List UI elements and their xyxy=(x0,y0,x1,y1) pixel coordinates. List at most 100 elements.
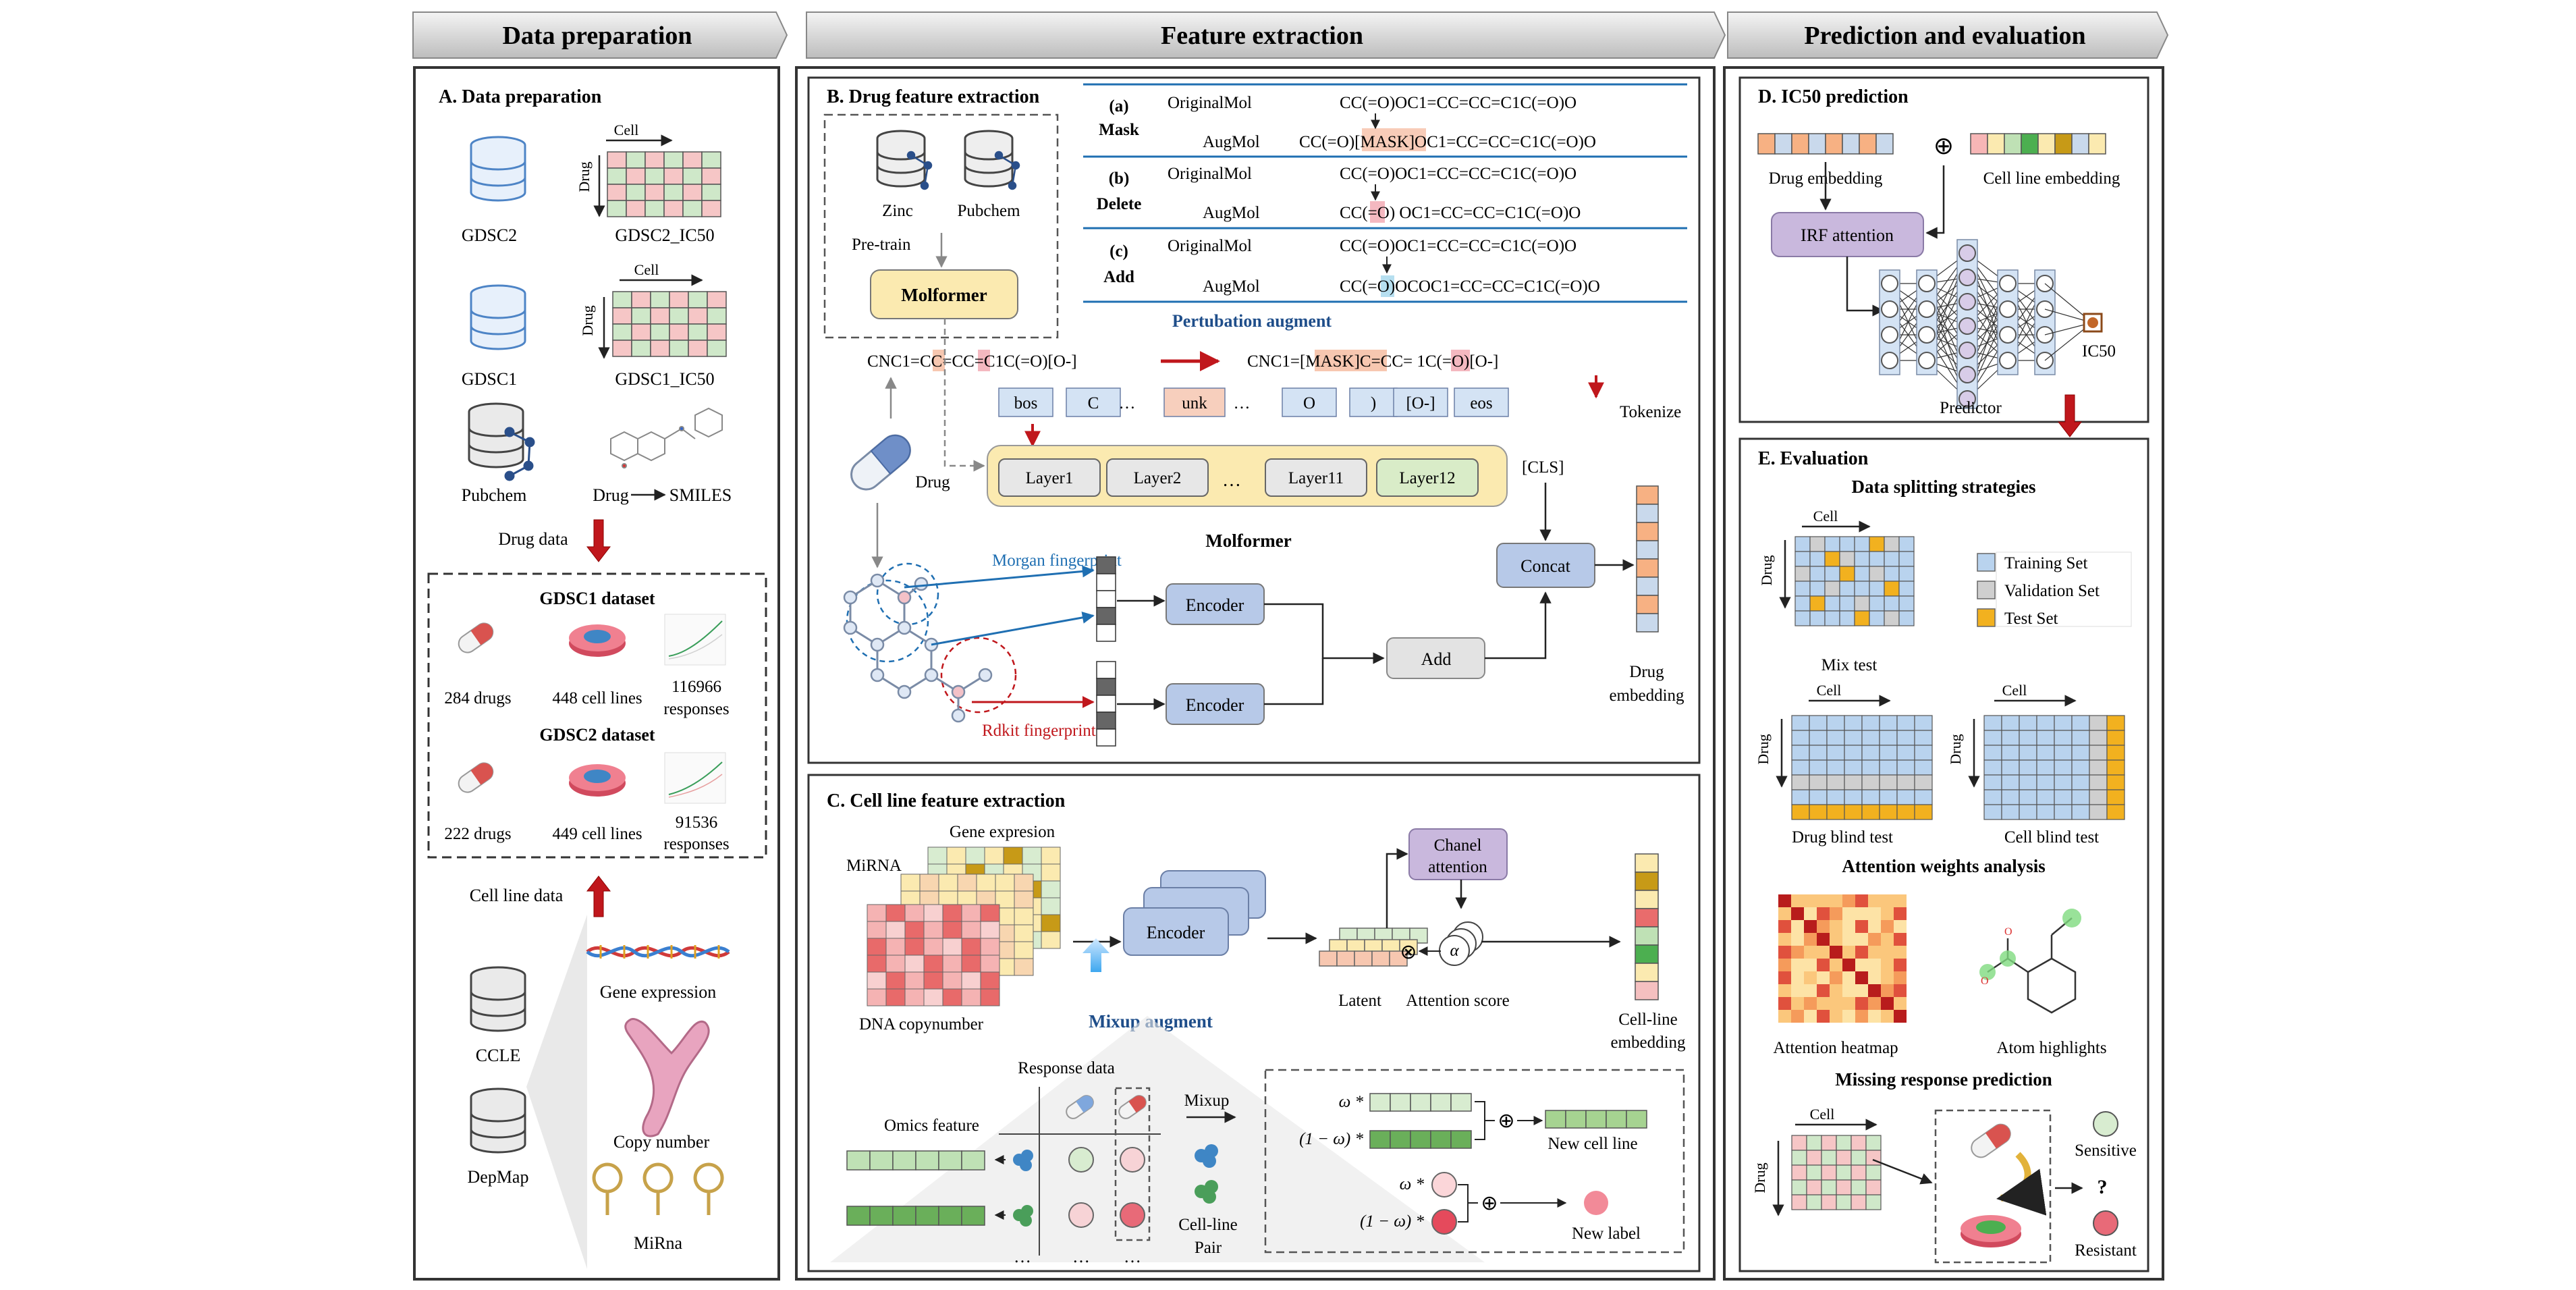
cell-line-embedding-vector xyxy=(1635,853,1659,1000)
vector-cell xyxy=(961,1150,985,1171)
split-cell xyxy=(1914,730,1933,746)
heatmap-cell xyxy=(1894,984,1907,997)
cell-line-embedding-label-1: Cell-line xyxy=(1618,1011,1677,1029)
split-cell xyxy=(2071,789,2090,805)
split-cell xyxy=(2054,804,2073,820)
vector-cell xyxy=(1859,133,1877,155)
vector-cell xyxy=(1390,1093,1411,1112)
heatmap-cell xyxy=(1804,907,1817,920)
omics-feature-row xyxy=(846,1150,985,1171)
heatmap-cell xyxy=(1881,1010,1894,1023)
heatmap-cell xyxy=(1894,933,1907,946)
heatmap-cell xyxy=(1791,959,1804,971)
split-cell xyxy=(2089,759,2108,776)
heatmap-cell xyxy=(1894,1010,1907,1023)
split-cell xyxy=(1809,804,1828,820)
pubchem-database-icon xyxy=(964,130,1020,190)
split-cell xyxy=(1806,1135,1822,1151)
split-cell xyxy=(1844,730,1863,746)
heatmap-cell xyxy=(1881,971,1894,984)
split-cell xyxy=(1869,595,1885,612)
vector-cell xyxy=(1450,1093,1472,1112)
split-cell xyxy=(2001,730,2020,746)
matrix-cell xyxy=(682,200,703,217)
heatmap-cell xyxy=(1881,920,1894,933)
split-cell xyxy=(1861,774,1880,790)
split-cell xyxy=(1839,595,1855,612)
cell-cluster-icon xyxy=(1013,1205,1033,1227)
pubchem-label: Pubchem xyxy=(462,485,527,505)
latent-cell xyxy=(1319,950,1338,967)
database-icon xyxy=(470,284,526,350)
matrix-cell xyxy=(631,340,651,357)
split-cell xyxy=(1884,551,1900,567)
heatmap-cell xyxy=(1778,920,1791,933)
rdkit-label: Rdkit fingerprint xyxy=(982,722,1096,740)
split-cell xyxy=(1821,1179,1837,1195)
omics-cell xyxy=(923,955,943,973)
matrix-cell xyxy=(701,200,721,217)
omics-cell xyxy=(900,874,921,892)
heatmap-cell xyxy=(1830,946,1842,959)
plus-symbol: ⊕ xyxy=(1498,1110,1514,1132)
split-cell xyxy=(1865,1164,1882,1181)
split-cell xyxy=(1809,595,1826,612)
vector-cell xyxy=(1987,133,2005,155)
panel-e: E. Evaluation Data splitting strategies … xyxy=(1738,437,2149,1272)
drug-embedding-vector xyxy=(1636,485,1659,633)
vector-cell xyxy=(1635,944,1659,964)
split-cell xyxy=(2036,715,2055,731)
split-cell xyxy=(1914,745,1933,761)
split-cell xyxy=(1869,566,1885,582)
matrix-cell xyxy=(650,307,670,325)
matrix-cell xyxy=(631,307,651,325)
omics-cell xyxy=(961,904,981,922)
nn-node xyxy=(1918,326,1936,344)
vector-cell xyxy=(1757,133,1776,155)
pubchem-database-icon xyxy=(468,402,535,481)
attention-analysis-title: Attention weights analysis xyxy=(1842,856,2046,876)
curved-arrow xyxy=(1996,1152,2047,1216)
vector-cell xyxy=(869,1206,894,1226)
split-cell xyxy=(2054,715,2073,731)
heatmap-cell xyxy=(1868,971,1881,984)
split-cell xyxy=(2001,774,2020,790)
split-cell xyxy=(1851,1135,1867,1151)
omics-cell xyxy=(1041,931,1061,949)
cell-axis-label: Cell xyxy=(1810,1106,1835,1123)
vector-cell xyxy=(915,1206,939,1226)
heatmap-cell xyxy=(1868,959,1881,971)
latent-cell xyxy=(1389,950,1408,967)
heatmap-cell xyxy=(1778,971,1791,984)
split-cell xyxy=(1879,804,1898,820)
token-label: C xyxy=(1088,394,1099,412)
cell-cluster-icon xyxy=(1195,1144,1218,1168)
matrix-cell xyxy=(612,340,632,357)
vector-cell xyxy=(1450,1130,1472,1149)
dna-copy-label: DNA copynumber xyxy=(859,1015,984,1033)
split-cell xyxy=(1861,759,1880,776)
split-cell xyxy=(1791,789,1810,805)
original-mol-label: OriginalMol xyxy=(1168,94,1252,112)
vector-cell xyxy=(1565,1110,1587,1129)
latent-cell xyxy=(1336,950,1355,967)
matrix-cell xyxy=(663,200,684,217)
matrix-cell xyxy=(688,291,708,308)
layer-label: Layer11 xyxy=(1288,469,1344,487)
mirna-label: MiRna xyxy=(634,1233,683,1253)
multiply-symbol: ⊗ xyxy=(1400,941,1417,963)
split-cell xyxy=(1839,566,1855,582)
heatmap-cell xyxy=(1778,933,1791,946)
database-icon xyxy=(470,966,526,1032)
matrix-cell xyxy=(669,323,689,341)
input-smiles: CNC1=CC=CC=C1C(=O)[O-] xyxy=(867,352,1077,371)
header-feature-extraction: Feature extraction xyxy=(1161,22,1363,50)
split-cell xyxy=(1869,610,1885,626)
omics-cell xyxy=(927,846,948,865)
split-cell xyxy=(1791,1150,1807,1166)
gdsc2-response-count: 91536 xyxy=(676,813,718,832)
gdsc1-label: GDSC1 xyxy=(462,369,517,389)
add-op-label: Add xyxy=(1421,649,1452,669)
omics-cell xyxy=(885,921,906,939)
